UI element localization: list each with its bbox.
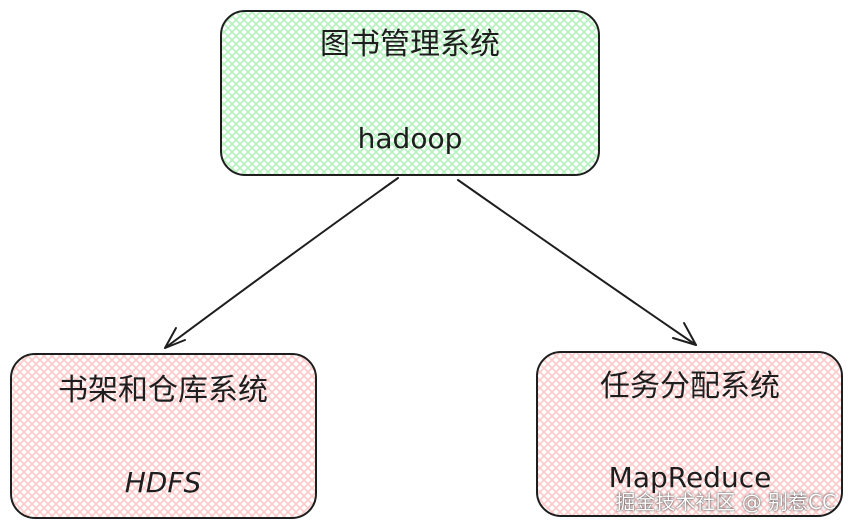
node-hdfs: 书架和仓库系统 HDFS <box>10 353 317 519</box>
arrow-root-to-mapreduce <box>457 179 697 346</box>
node-mapreduce: 任务分配系统 MapReduce <box>536 351 843 517</box>
node-hadoop: 图书管理系统 hadoop <box>220 10 600 176</box>
node-hdfs-subtitle: HDFS <box>125 466 202 499</box>
watermark-text: 掘金技术社区 @ 别惹CC <box>615 490 836 514</box>
node-hadoop-box <box>220 10 600 176</box>
arrow-root-to-hdfs <box>164 177 399 349</box>
node-hadoop-title: 图书管理系统 <box>320 27 500 62</box>
node-mapreduce-box <box>536 351 843 517</box>
node-hadoop-subtitle: hadoop <box>358 122 463 155</box>
node-mapreduce-subtitle: MapReduce <box>609 461 772 494</box>
node-hdfs-title: 书架和仓库系统 <box>58 373 268 408</box>
node-mapreduce-title: 任务分配系统 <box>600 369 780 404</box>
node-hdfs-box <box>10 353 317 519</box>
